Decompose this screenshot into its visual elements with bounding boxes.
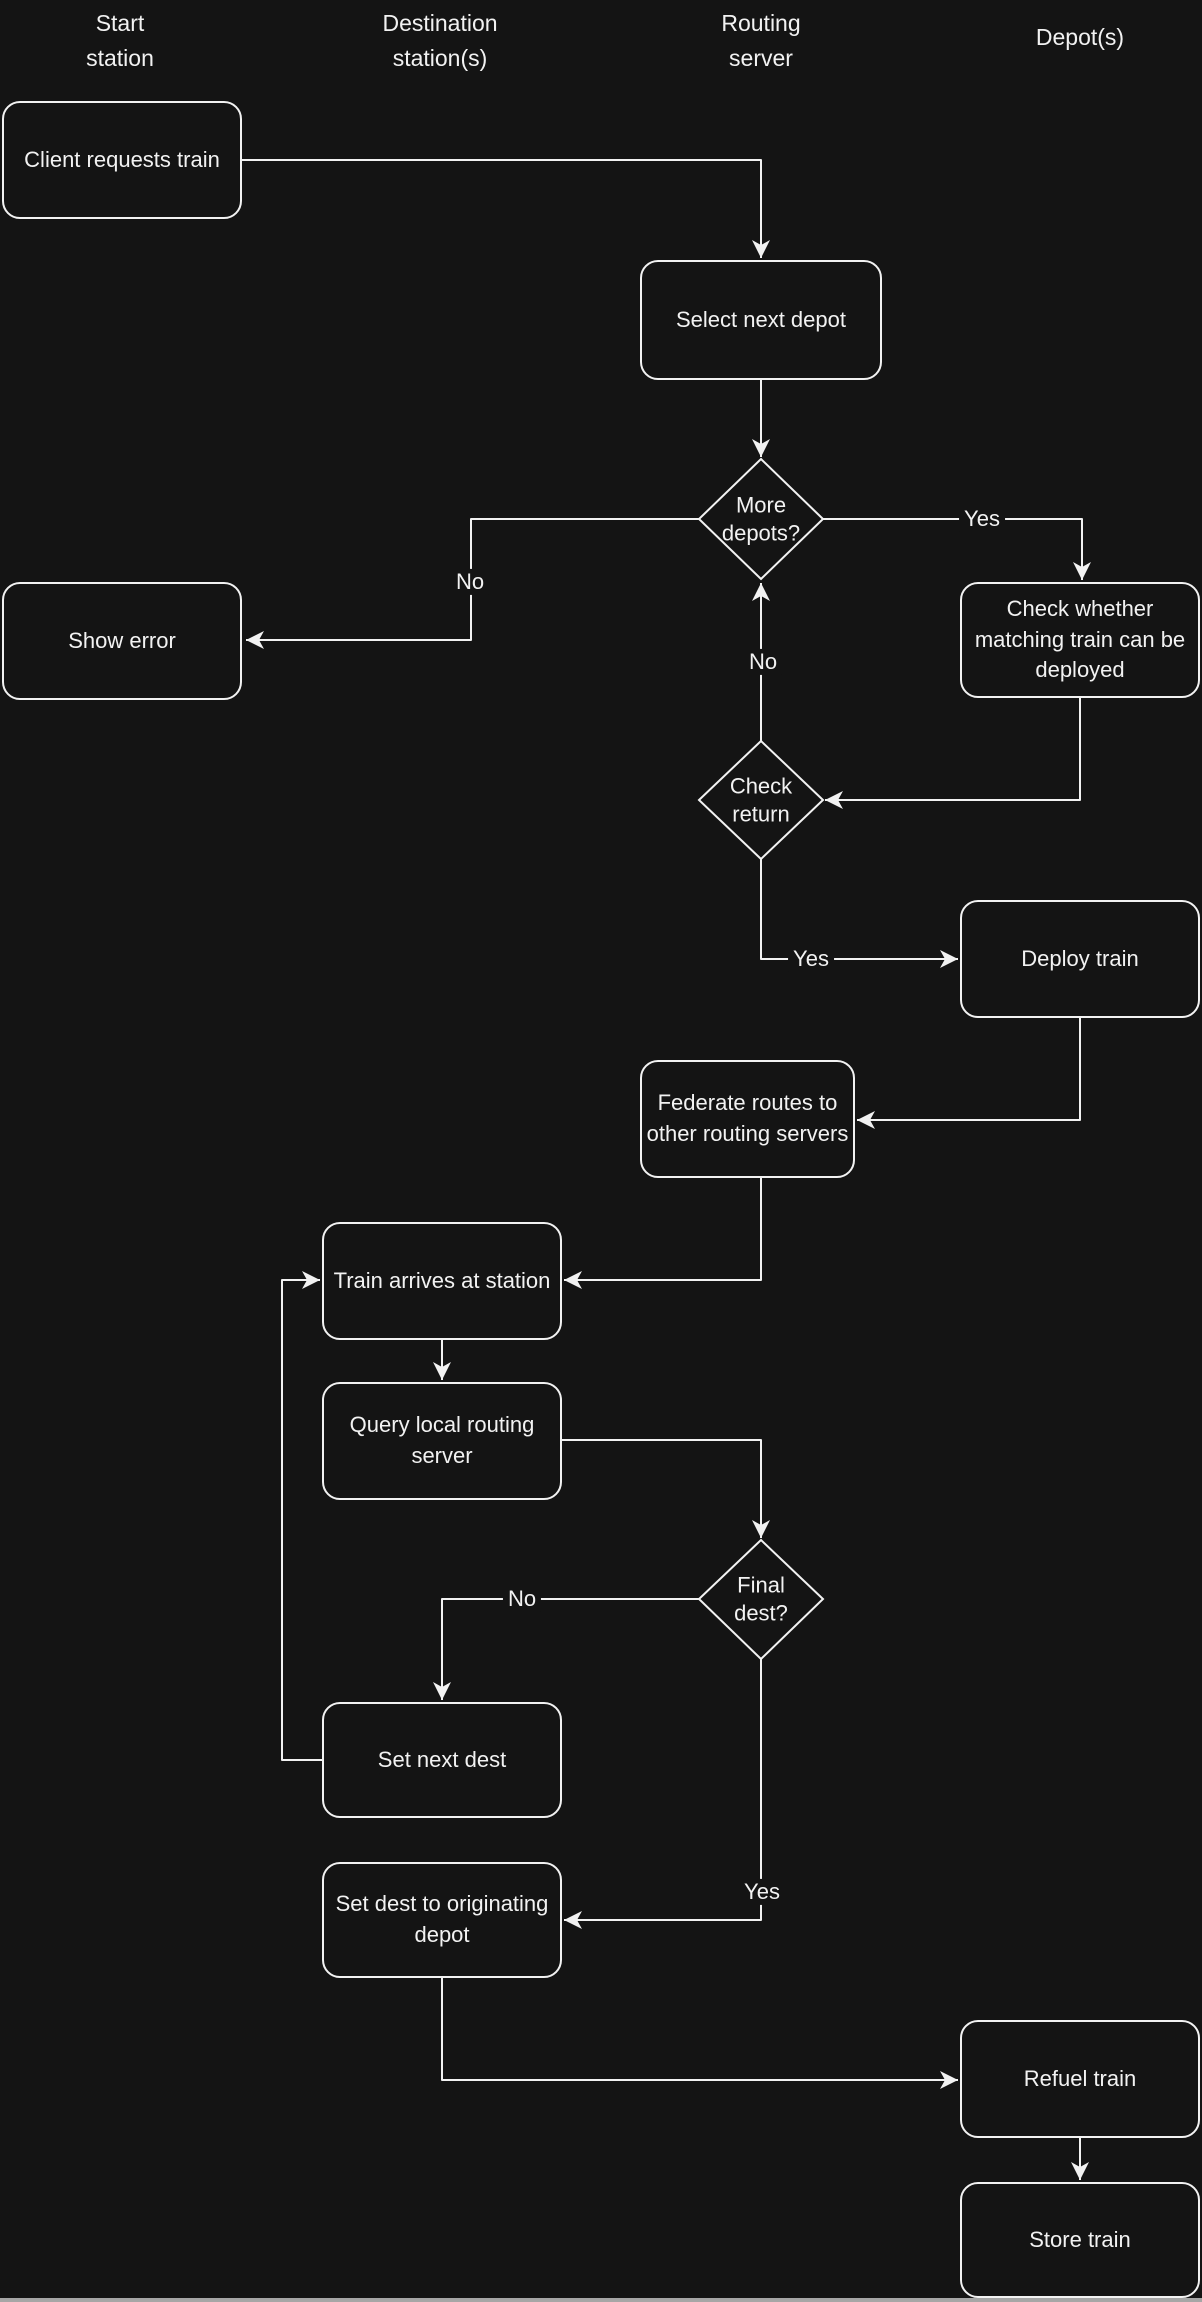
edge-check-return-yes — [760, 859, 958, 968]
edge-label-yes-check-return: Yes — [788, 945, 834, 973]
lane-header-destination-stations: Destination station(s) — [382, 10, 498, 71]
decision-label-more-depots: More depots? — [721, 492, 801, 546]
edge-final-dest-no — [433, 1598, 701, 1700]
node-check-matching-train: Check whether matching train can be depl… — [960, 582, 1200, 698]
node-select-next-depot: Select next depot — [640, 260, 882, 380]
node-label: Set dest to originating depot — [335, 1891, 549, 1947]
decision-final-dest — [697, 1538, 825, 1661]
lane-header-routing-server: Routing server — [721, 10, 801, 71]
decision-label-check-return: Check return — [729, 773, 793, 827]
lane-header-start-station: Start station — [86, 10, 154, 71]
node-label: Check whether matching train can be depl… — [974, 595, 1186, 683]
edge-label-no-final-dest: No — [502, 1585, 542, 1613]
node-label: Store train — [1029, 2226, 1131, 2252]
node-label: Set next dest — [377, 1746, 507, 1772]
edge-label-no-more-depots: No — [450, 568, 490, 596]
edge-label-yes-final-dest: Yes — [739, 1878, 785, 1906]
node-set-dest-originating-depot: Set dest to originating depot — [322, 1862, 562, 1978]
edge-federate-to-train-arrives — [564, 1178, 762, 1289]
node-store-train: Store train — [960, 2182, 1200, 2298]
node-deploy-train: Deploy train — [960, 900, 1200, 1018]
node-label: Deploy train — [1021, 945, 1139, 971]
node-train-arrives: Train arrives at station — [322, 1222, 562, 1340]
edge-more-depots-yes — [823, 518, 1091, 580]
node-query-local-routing-server: Query local routing server — [322, 1382, 562, 1500]
edge-query-to-final-dest — [562, 1439, 770, 1538]
edge-deploy-to-federate — [857, 1018, 1081, 1129]
edge-label-no-check-return: No — [743, 648, 783, 676]
node-federate-routes: Federate routes to other routing servers — [640, 1060, 855, 1178]
node-label: Select next depot — [675, 306, 846, 332]
node-label: Show error — [68, 627, 176, 653]
node-refuel-train: Refuel train — [960, 2020, 1200, 2138]
edge-label-yes-more-depots: Yes — [959, 505, 1005, 533]
edge-final-dest-yes — [564, 1659, 762, 1929]
edge-set-next-dest-loop — [281, 1271, 322, 1761]
decision-check-return — [697, 739, 825, 861]
edge-set-dest-to-refuel — [441, 1978, 958, 2089]
edge-check-matching-to-check-return — [825, 698, 1081, 809]
node-label: Client requests train — [24, 146, 220, 172]
node-label: Refuel train — [1023, 2065, 1137, 2091]
node-label: Query local routing server — [349, 1412, 535, 1468]
node-client-requests-train: Client requests train — [2, 101, 242, 219]
lane-header-depots: Depot(s) — [1035, 24, 1125, 50]
node-show-error: Show error — [2, 582, 242, 700]
decision-label-final-dest: Final dest? — [734, 1572, 788, 1626]
bottom-edge-bar — [0, 2298, 1202, 2302]
node-label: Federate routes to other routing servers — [646, 1090, 849, 1146]
node-set-next-dest: Set next dest — [322, 1702, 562, 1818]
node-label: Train arrives at station — [333, 1267, 551, 1293]
decision-more-depots — [697, 457, 825, 581]
edge-client-to-select — [242, 159, 770, 258]
